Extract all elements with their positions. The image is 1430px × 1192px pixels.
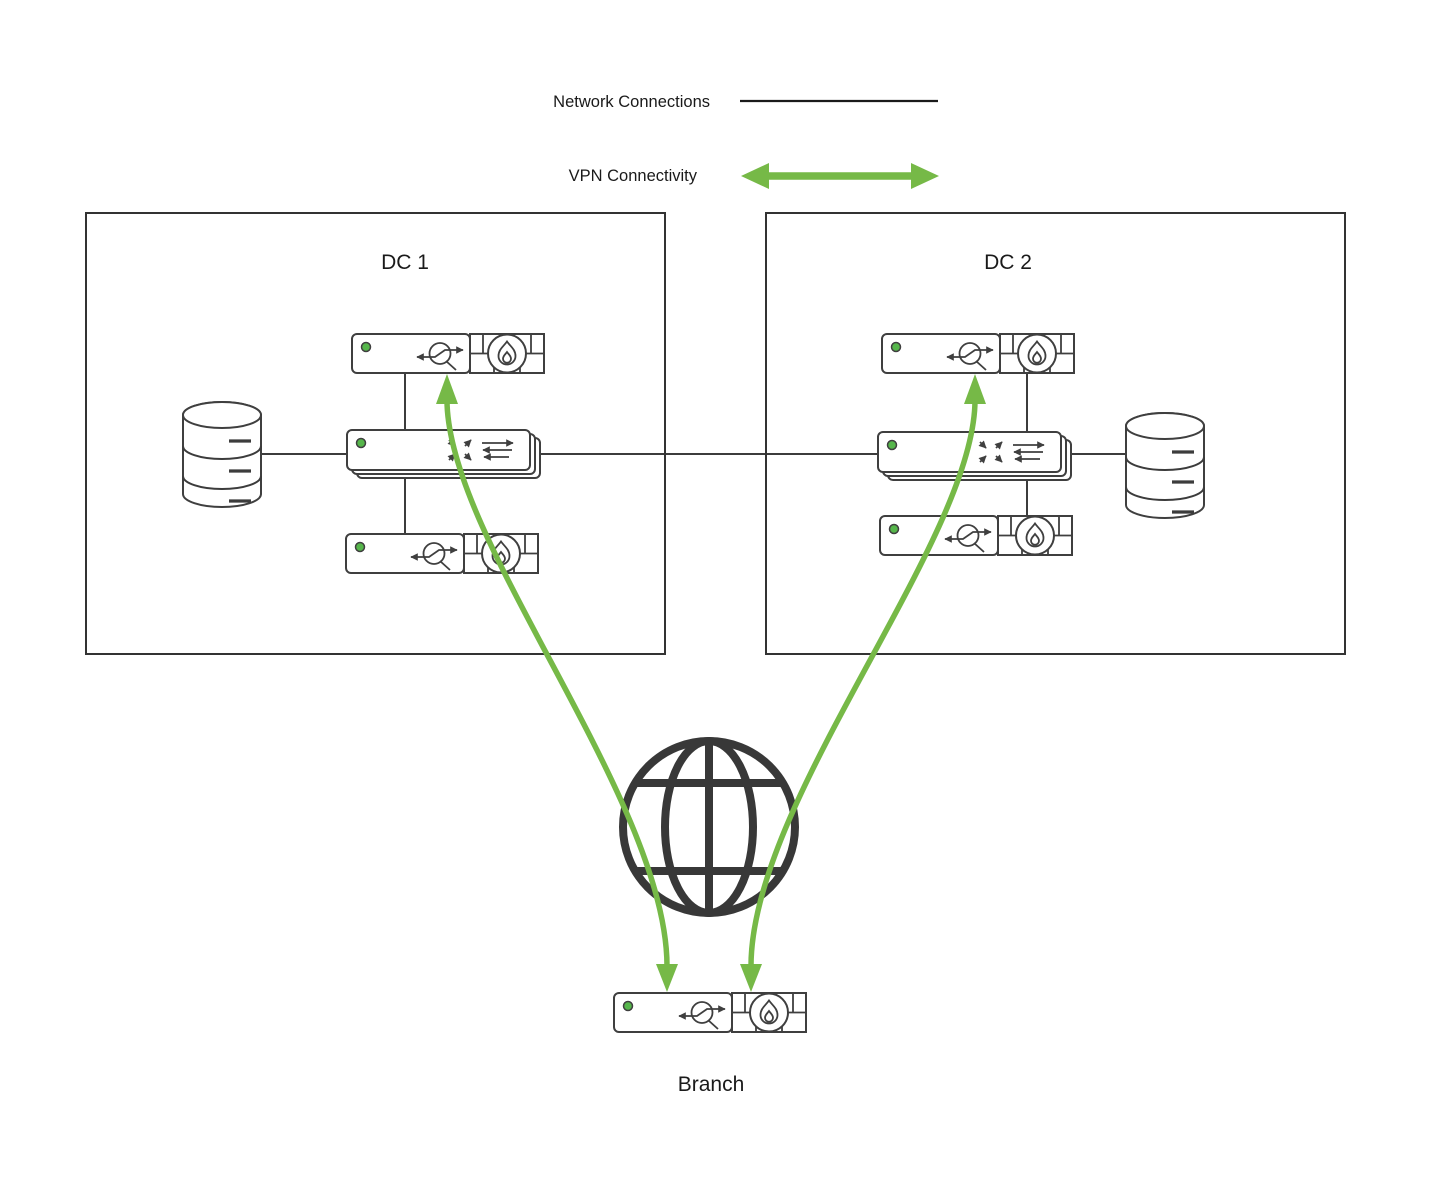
vpn-tunnel-branch-dc2	[740, 374, 986, 992]
dc2-database	[1124, 411, 1206, 520]
site-branch: Branch	[614, 993, 806, 1096]
dc2-title: DC 2	[984, 251, 1032, 274]
legend-network-connections-label: Network Connections	[553, 93, 710, 111]
dc1-title: DC 1	[381, 251, 429, 274]
arrow-left-head	[741, 163, 769, 189]
network-connections	[261, 373, 1125, 534]
dc1-boundary	[85, 212, 666, 655]
site-dc2: DC 2	[765, 212, 1346, 655]
vpn-connectivity	[436, 374, 986, 992]
legend-vpn-connectivity-label: VPN Connectivity	[569, 167, 698, 185]
dc1-core-switch-stack	[347, 430, 540, 478]
dc1-database	[181, 400, 263, 509]
vpn-arrowhead-dc2	[964, 374, 986, 404]
site-dc1: DC 1	[85, 212, 666, 655]
branch-router-firewall	[614, 993, 806, 1032]
vpn-arrowhead-branch-right	[740, 964, 762, 992]
arrow-right-head	[911, 163, 939, 189]
branch-title: Branch	[678, 1073, 745, 1096]
dc1-router-firewall-bottom	[346, 534, 538, 573]
dc1-router-firewall-top	[352, 334, 544, 373]
dc2-boundary	[765, 212, 1346, 655]
vpn-arrowhead-dc1	[436, 374, 458, 404]
legend-vpn-arrow	[741, 163, 939, 189]
vpn-tunnel-branch-dc1	[436, 374, 678, 992]
dc2-router-firewall-top	[882, 334, 1074, 373]
legend: Network Connections VPN Connectivity	[553, 93, 939, 189]
vpn-arrowhead-branch-left	[656, 964, 678, 992]
dc2-router-firewall-bottom	[880, 516, 1072, 555]
internet-globe	[623, 741, 795, 913]
dc2-core-switch-stack	[878, 432, 1071, 480]
